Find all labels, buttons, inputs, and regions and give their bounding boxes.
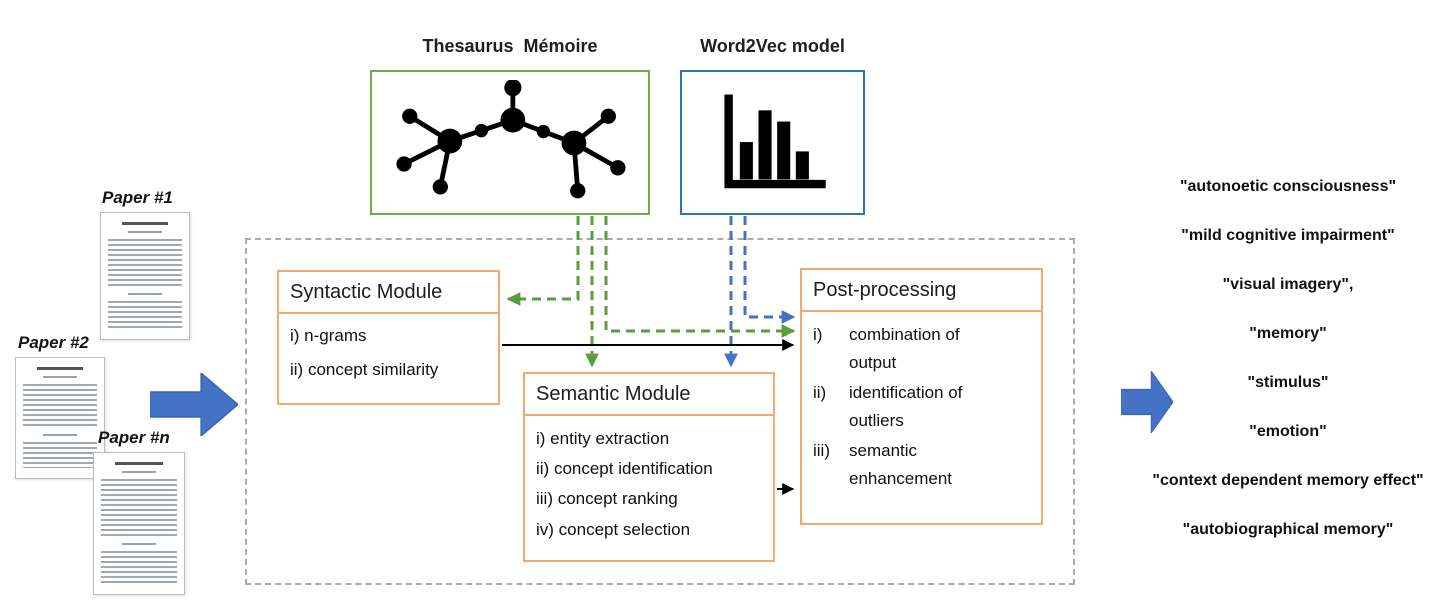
output-term: "context dependent memory effect" [1152,472,1424,489]
paper-subtitle-line [42,376,78,378]
output-term: "memory" [1249,325,1327,342]
word2vec-model-label: Word2Vec model [700,36,845,56]
paper-text-lines [108,239,182,288]
paper-heading-line [127,293,163,295]
syntactic-item: ii) concept similarity [290,359,439,379]
post-processing-box: Post-processing i) combination of output… [800,268,1043,525]
paper-subtitle-line [127,231,163,233]
paper-2-thumbnail [15,357,105,479]
post-processing-items: i) combination of output ii) identificat… [802,312,1041,492]
output-arrow [1121,371,1173,433]
paper-title-line [122,222,168,225]
semantic-item: iv) concept selection [536,519,691,539]
semantic-module-title: Semantic Module [525,374,773,416]
paper-text-lines [23,442,97,468]
syntactic-module-box: Syntactic Module i) n-grams ii) concept … [277,270,500,405]
paper-text-lines [23,384,97,430]
item-marker: ii) [813,383,827,403]
item-text: semantic enhancement [849,441,953,488]
word2vec-box [680,70,865,215]
paper-text-lines [101,550,177,584]
paper-text-lines [108,301,182,329]
semantic-item: ii) concept identification [536,459,713,479]
output-term: "autobiographical memory" [1182,521,1394,538]
network-graph-icon [396,79,626,198]
paper-2-label: Paper #2 [18,333,89,352]
item-marker: i) [813,325,823,344]
thesaurus-box [370,70,650,215]
output-term: "autonoetic consciousness" [1179,178,1397,195]
semantic-item: iii) concept ranking [536,489,678,509]
output-term: "visual imagery", [1222,276,1354,293]
paper-heading-line [121,542,157,545]
item-text: combination of output [849,325,960,372]
output-term: "emotion" [1249,423,1327,440]
extracted-terms-list: "autonoetic consciousness" "mild cogniti… [1143,162,1433,554]
paper-title-line [115,462,163,465]
post-processing-item: ii) identification of outliers [813,379,1035,434]
output-term: "stimulus" [1247,374,1329,391]
post-processing-item: i) combination of output [813,321,1035,376]
paper-1-label: Paper #1 [102,188,173,207]
paper-1-thumbnail [100,212,190,340]
paper-n-label: Paper #n [98,428,170,447]
syntactic-module-items: i) n-grams ii) concept similarity [279,314,498,382]
input-arrow [150,373,238,436]
semantic-module-items: i) entity extraction ii) concept identif… [525,416,773,543]
post-processing-item: iii) semantic enhancement [813,437,1035,492]
paper-heading-line [42,434,78,437]
output-term: "mild cognitive impairment" [1181,227,1395,244]
paper-subtitle-line [121,471,157,473]
semantic-module-box: Semantic Module i) entity extraction ii)… [523,372,775,562]
paper-text-lines [101,479,177,538]
syntactic-item: i) n-grams [290,326,367,345]
item-text: identification of outliers [849,383,963,430]
bar-chart-icon [724,93,826,188]
thesaurus-memoire-label: Thesaurus Mémoire [422,36,598,56]
paper-title-line [37,367,83,370]
post-processing-title: Post-processing [802,270,1041,312]
paper-n-thumbnail [93,452,185,595]
syntactic-module-title: Syntactic Module [279,272,498,314]
semantic-item: i) entity extraction [536,429,670,448]
item-marker: iii) [813,441,830,461]
